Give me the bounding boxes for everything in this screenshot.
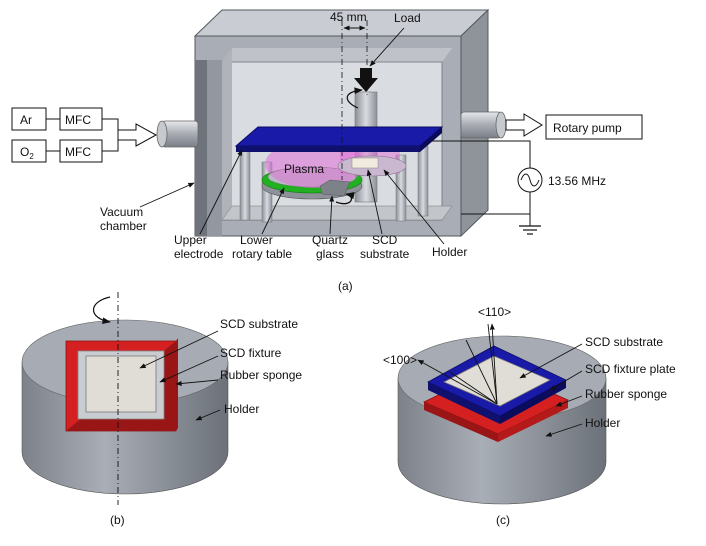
gas-line (102, 118, 119, 137)
rotary-pump-box (545, 114, 643, 140)
vacuum-chamber-label-2: chamber (100, 219, 147, 233)
holder-label: Holder (432, 245, 467, 259)
panel-a: 45 mm Load Plasma Ar MFC O2 MFC Rotary p… (11, 8, 643, 293)
vacuum-leader (139, 182, 195, 208)
shaft-rotation-arrow (346, 87, 363, 109)
scd-fixture-plate-label-c: SCD fixture plate (585, 362, 676, 376)
quartz-glass-label-2: glass (316, 247, 344, 261)
table-rotation-arrow (335, 192, 355, 205)
scd-substrate-label-b: SCD substrate (220, 317, 298, 331)
exhaust-pipe-end (495, 111, 507, 139)
exhaust-flow-arrow (505, 113, 543, 137)
rotary-pump-label: Rotary pump (553, 121, 622, 135)
panel-c: <110> <100> SCD substrate SCD fixture pl… (383, 305, 676, 527)
panel-b: SCD substrate SCD fixture Rubber sponge … (21, 292, 302, 527)
support-column (239, 149, 251, 221)
rf-circuit-wire (431, 140, 531, 168)
upper-electrode-leader (199, 149, 243, 235)
upper-electrode (234, 126, 444, 147)
gas-flow-arrow (117, 123, 158, 147)
rubber-sponge-label-c: Rubber sponge (585, 387, 667, 401)
frequency-label: 13.56 MHz (548, 174, 606, 188)
load-arrow (354, 68, 378, 92)
quartz-glass (319, 179, 351, 197)
dimension-label: 45 mm (330, 10, 367, 24)
lower-rotary-table-label-2: rotary table (232, 247, 292, 261)
caption-a: (a) (338, 279, 353, 293)
quartz-glass-label: Quartz (312, 233, 348, 247)
upper-electrode-edge (420, 127, 442, 152)
gas-inlet-pipe-end (156, 120, 168, 148)
scd-substrate-b (85, 355, 157, 413)
caption-c: (c) (496, 513, 510, 527)
holder-leader (383, 169, 445, 245)
direction-line-110 (489, 323, 498, 405)
scd-leader (366, 169, 383, 235)
rotation-arrow-b (92, 296, 111, 324)
rf-sine (520, 173, 540, 187)
upper-electrode-label-2: electrode (174, 247, 224, 261)
direction-line (449, 371, 498, 405)
scd-fixture-label-b: SCD fixture (220, 346, 282, 360)
gas-line (102, 133, 119, 152)
upper-electrode-label: Upper (174, 233, 207, 247)
direction-line-100 (417, 359, 498, 405)
scd-substrate-label-c: SCD substrate (585, 335, 663, 349)
plasma-label: Plasma (284, 162, 324, 176)
scd-substrate-label-2: substrate (360, 247, 410, 261)
support-column (395, 154, 407, 222)
lower-rotary-table-label: Lower (240, 233, 273, 247)
o2-label: O2 (20, 145, 34, 161)
mfc-label-1: MFC (65, 113, 91, 127)
load-label: Load (394, 11, 421, 25)
mfc-label-2: MFC (65, 145, 91, 159)
holder-label-c: Holder (585, 416, 620, 430)
rubber-sponge-label-b: Rubber sponge (220, 368, 302, 382)
support-column (417, 145, 429, 217)
gas-supply: Ar MFC O2 MFC (11, 107, 158, 163)
vacuum-chamber-label: Vacuum (100, 205, 143, 219)
holder-label-b: Holder (224, 402, 259, 416)
ar-label: Ar (20, 113, 32, 127)
dir-110-label: <110> (478, 305, 511, 319)
scd-substrate-label: SCD (372, 233, 398, 247)
scd-substrate-c (443, 355, 551, 407)
lower-table-leader (261, 187, 285, 235)
direction-line-110 (487, 323, 498, 405)
quartz-leader (329, 195, 335, 235)
upper-electrode-edge (236, 146, 420, 152)
dir-100-label: <100> (383, 353, 417, 367)
ground-icon (519, 225, 541, 235)
direction-line (465, 339, 498, 405)
vacuum-chamber-body (193, 8, 490, 238)
caption-b: (b) (110, 513, 125, 527)
exhaust-pipe (460, 111, 502, 139)
scd-substrate-small (351, 157, 379, 169)
load-leader (369, 27, 405, 67)
